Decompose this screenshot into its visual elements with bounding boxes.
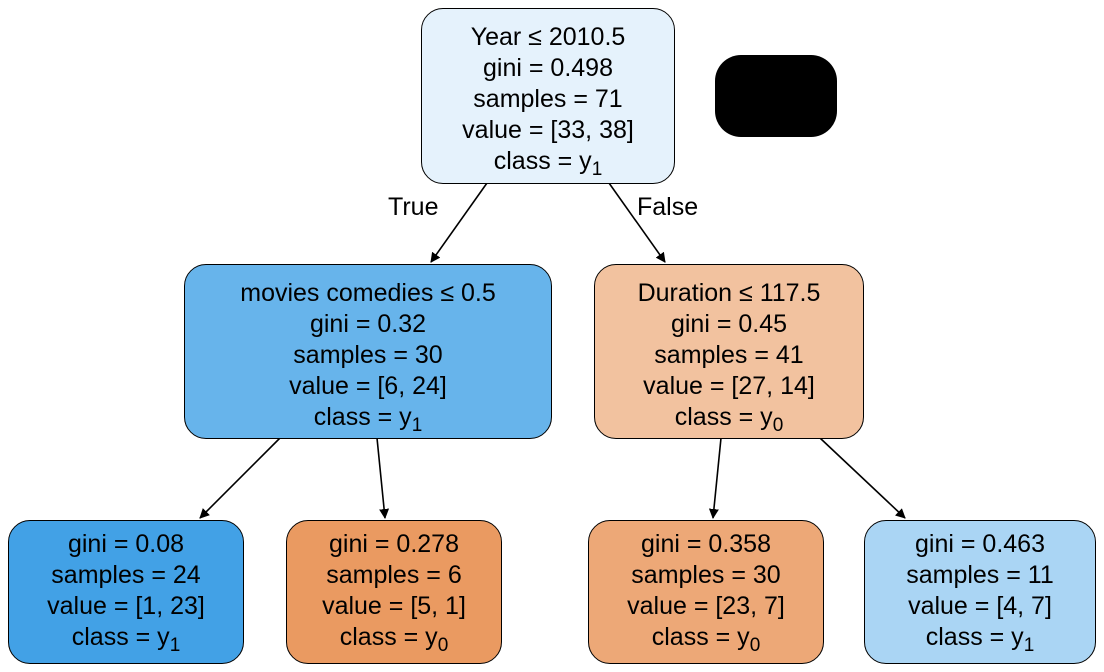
node-class: class = y1 [9,622,243,656]
node-samples: samples = 41 [654,341,804,369]
node-class: class = y0 [589,622,823,656]
node-class-prefix: class = y [674,403,773,431]
node-class-index: 1 [411,415,423,436]
node-samples: samples = 11 [906,561,1054,589]
node-samples: samples = 6 [326,561,462,589]
node-class-prefix: class = y [651,623,750,651]
node-gini: gini = 0.358 [641,530,771,558]
tree-leaf-rr: gini = 0.463 samples = 11 value = [4, 7]… [864,520,1096,664]
node-gini: gini = 0.278 [329,530,459,558]
node-gini: gini = 0.498 [483,54,613,82]
node-class-prefix: class = y [493,147,592,175]
tree-leaf-lr: gini = 0.278 samples = 6 value = [5, 1] … [286,520,502,664]
node-class-index: 0 [772,415,784,436]
node-value: value = [5, 1] [322,592,466,620]
node-class: class = y1 [865,622,1095,656]
node-class-prefix: class = y [339,623,438,651]
node-class-index: 1 [1023,635,1035,656]
node-samples: samples = 30 [293,341,443,369]
edge-right-to-leaf-rr [819,437,906,519]
edge-right-to-leaf-rl [708,437,722,519]
node-value: value = [33, 38] [462,116,634,144]
node-class-index: 0 [437,635,449,656]
node-class-index: 0 [749,635,761,656]
tree-node-left: movies comedies ≤ 0.5 gini = 0.32 sample… [184,264,552,439]
node-value: value = [27, 14] [643,372,815,400]
edge-root-to-right [608,182,666,263]
node-split: movies comedies ≤ 0.5 [240,279,496,307]
edge-label-false: False [637,193,699,221]
node-value: value = [23, 7] [627,592,785,620]
tree-node-right: Duration ≤ 117.5 gini = 0.45 samples = 4… [594,264,864,439]
node-samples: samples = 71 [473,85,623,113]
edge-label-true: True [388,193,439,221]
node-class: class = y0 [287,622,501,656]
node-class-index: 1 [169,635,181,656]
redacted-blob [715,55,837,137]
node-class: class = y1 [422,146,674,180]
node-samples: samples = 24 [51,561,201,589]
tree-leaf-ll: gini = 0.08 samples = 24 value = [1, 23]… [8,520,244,664]
node-class-prefix: class = y [313,403,412,431]
node-gini: gini = 0.463 [915,530,1045,558]
node-split: Duration ≤ 117.5 [637,279,821,307]
tree-leaf-rl: gini = 0.358 samples = 30 value = [23, 7… [588,520,824,664]
node-value: value = [1, 23] [47,592,205,620]
node-value: value = [4, 7] [908,592,1052,620]
tree-node-root: Year ≤ 2010.5 gini = 0.498 samples = 71 … [421,8,675,184]
node-samples: samples = 30 [631,561,781,589]
node-split: Year ≤ 2010.5 [470,23,626,51]
node-gini: gini = 0.32 [309,310,427,338]
edge-root-to-left [430,182,488,263]
node-value: value = [6, 24] [289,372,447,400]
node-class-index: 1 [591,159,603,180]
edge-left-to-leaf-ll [199,437,281,519]
node-gini: gini = 0.45 [670,310,788,338]
node-class-prefix: class = y [71,623,170,651]
node-class: class = y1 [185,402,551,436]
node-class-prefix: class = y [925,623,1024,651]
edge-left-to-leaf-lr [376,437,390,519]
node-gini: gini = 0.08 [67,530,185,558]
node-class: class = y0 [595,402,863,436]
